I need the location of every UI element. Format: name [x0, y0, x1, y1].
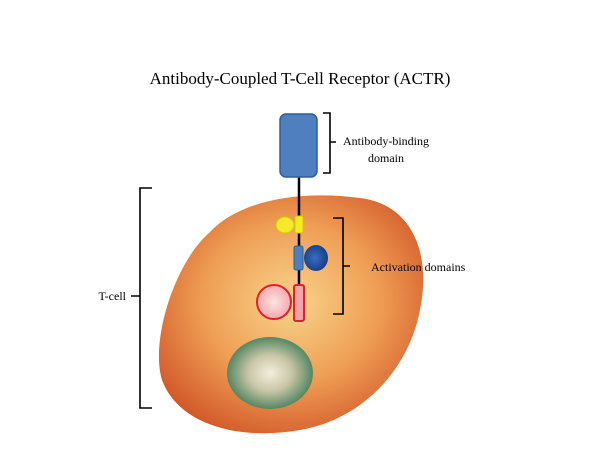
antibody-binding-bracket [323, 112, 336, 174]
activation-domains-bracket [333, 217, 350, 315]
antibody-binding-domain [279, 113, 318, 178]
yellow-activation-domain [275, 215, 304, 234]
antibody-binding-label-line1: Antibody-binding [343, 134, 429, 148]
page-title: Antibody-Coupled T-Cell Receptor (ACTR) [150, 69, 451, 88]
nucleus [227, 337, 313, 409]
t-cell-body [158, 195, 424, 434]
pink-activation-domain [256, 284, 305, 322]
t-cell-bracket [131, 187, 152, 409]
blue-activation-domain [293, 245, 328, 271]
antibody-binding-label-line2: domain [368, 151, 404, 165]
t-cell-label: T-cell [98, 289, 126, 303]
activation-domains-label: Activation domains [371, 260, 466, 274]
